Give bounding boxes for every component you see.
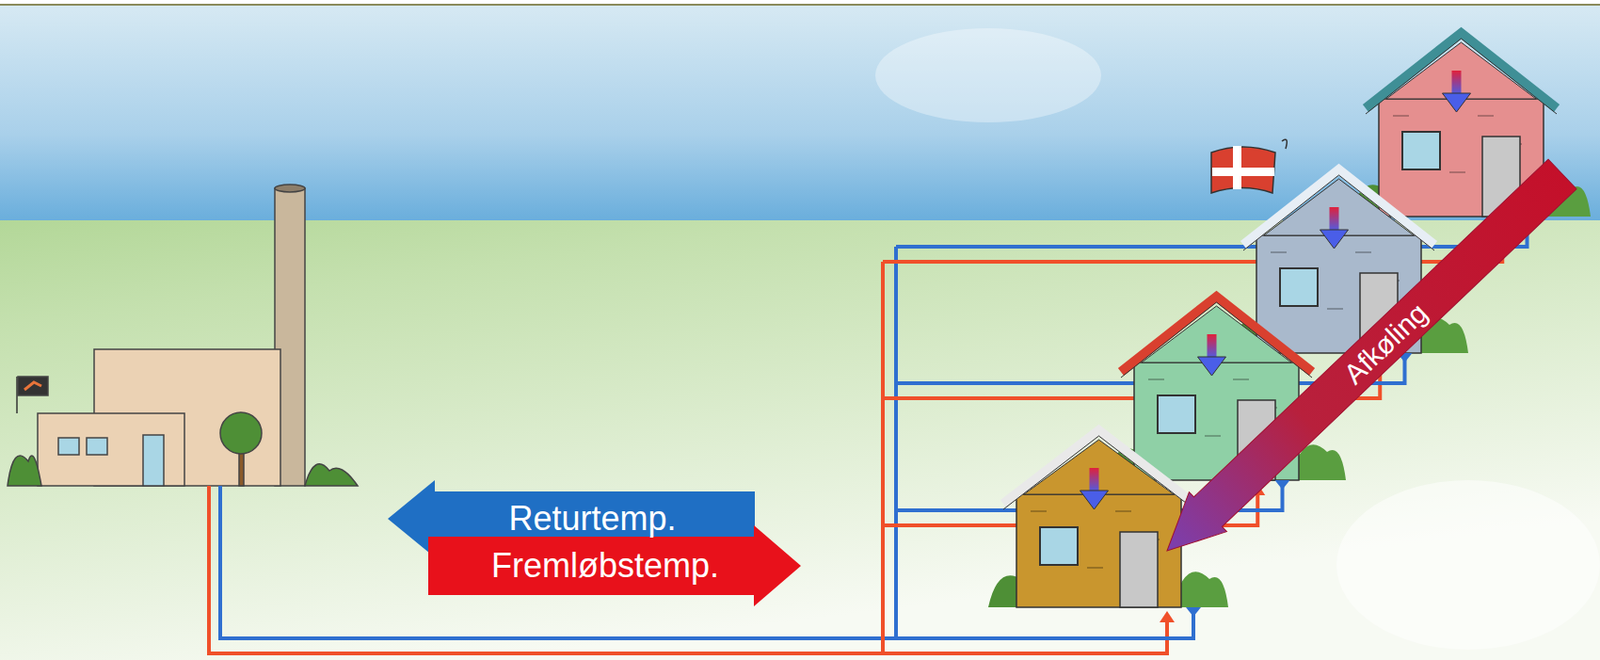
house-wall (1016, 494, 1182, 608)
brick-mark (1232, 378, 1249, 381)
danish-flag (1211, 139, 1287, 193)
top-margin (0, 0, 1600, 6)
return-riser (894, 246, 898, 639)
chimney-top (274, 184, 305, 192)
bush (7, 455, 42, 486)
top-rule (0, 3, 1600, 6)
heat-use-arrow (1207, 334, 1217, 359)
roof-edge (1003, 435, 1195, 510)
heat-use-arrowhead (1198, 356, 1227, 376)
brick-mark (1148, 378, 1165, 381)
pipe-network (208, 220, 1528, 654)
window (1157, 395, 1196, 433)
return-outlet (1275, 480, 1291, 490)
brick-mark (1270, 251, 1287, 254)
house-row (988, 32, 1591, 623)
supply-inlet (1159, 610, 1175, 623)
heat-use-arrowhead (1442, 93, 1472, 112)
brick-mark (1449, 171, 1466, 174)
cloud (875, 28, 1102, 123)
heat-use-arrowhead (1080, 490, 1109, 510)
brick-mark (1477, 114, 1494, 117)
heat-use-arrowhead (1320, 229, 1349, 249)
roof-edge (1120, 302, 1312, 378)
haze (1336, 480, 1600, 650)
window (1402, 131, 1440, 170)
brick-mark (1327, 307, 1344, 310)
supply-riser (880, 261, 885, 654)
bush (304, 464, 358, 486)
heat-use-arrow (1089, 467, 1100, 493)
brick-mark (1087, 566, 1104, 569)
heat-use-arrow (1452, 70, 1462, 96)
return-outlet (1185, 607, 1201, 617)
heat-use-arrow (1329, 207, 1340, 232)
door (143, 434, 164, 486)
roof-edge (1243, 175, 1435, 251)
window (86, 437, 108, 455)
arrow-body (1148, 154, 1582, 571)
cooling-arrow: Afkøling (1148, 154, 1582, 571)
arrow-label: Returtemp. (508, 499, 676, 538)
arrow-body (428, 525, 801, 607)
plant-flag (17, 376, 48, 396)
tree-crown (220, 412, 262, 454)
heating-plant (7, 184, 358, 486)
arrow-label: Afkøling (1337, 296, 1433, 390)
supply-temperature-arrow: Fremløbstemp. (428, 532, 801, 599)
window (1040, 527, 1078, 565)
brick-mark (1355, 251, 1372, 254)
plant-office (37, 413, 185, 486)
window (58, 437, 80, 455)
brick-mark (1030, 510, 1047, 512)
brick-mark (1115, 510, 1132, 512)
door (1120, 531, 1158, 608)
arrow-label: Fremløbstemp. (491, 546, 720, 585)
roof-edge (1365, 38, 1557, 114)
window (1280, 268, 1318, 306)
brick-mark (1392, 114, 1409, 117)
plant-flag-logo (24, 382, 42, 390)
brick-mark (1204, 434, 1221, 437)
